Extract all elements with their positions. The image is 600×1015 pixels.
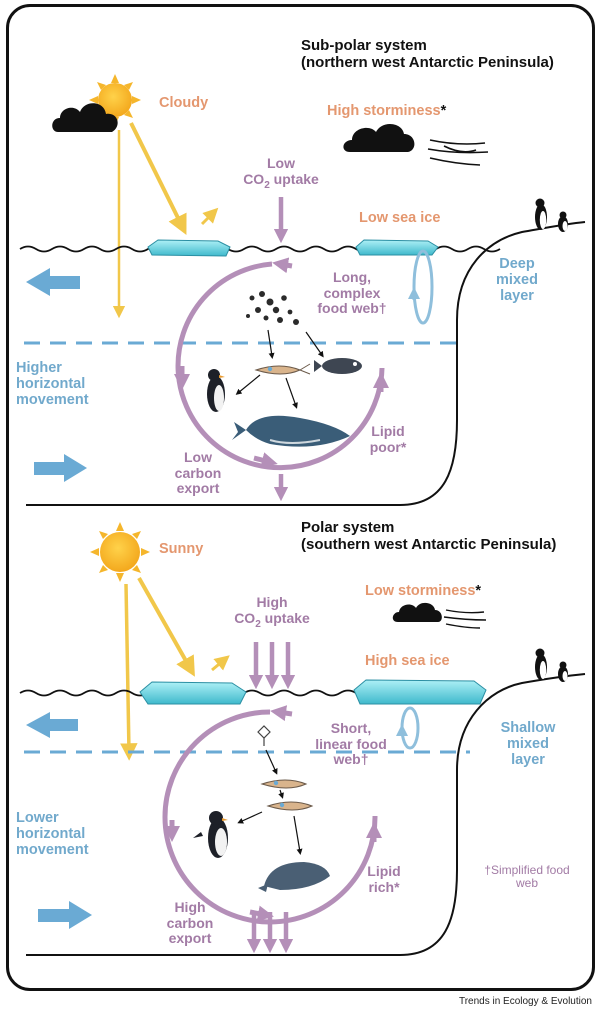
horizontal-arrow-left xyxy=(26,268,80,296)
cloud-icon xyxy=(52,103,118,132)
bottom-food-web-label: Short, linear food web† xyxy=(315,720,387,768)
bottom-carbon-label: High carbon export xyxy=(166,899,214,947)
bottom-horizontal-label: Lower horizontal movement xyxy=(16,810,89,859)
top-co2-label: Low CO2 uptake xyxy=(243,155,319,191)
top-lipid-label: Lipid poor* xyxy=(369,423,407,455)
carbon-export-arrows xyxy=(246,912,294,954)
wind-icon xyxy=(443,609,487,629)
krill-icon xyxy=(266,801,314,811)
bottom-panel xyxy=(19,522,586,956)
penguin-icon xyxy=(207,369,225,412)
top-weather-label: Cloudy xyxy=(159,95,209,111)
storm-cloud-icon xyxy=(392,602,442,622)
horizontal-arrow-right xyxy=(38,901,92,929)
bottom-sea-ice-label: High sea ice xyxy=(365,653,450,669)
seabed-profile xyxy=(26,673,586,956)
whale-icon xyxy=(258,862,330,892)
sunlight-arrow xyxy=(129,122,187,235)
wind-icon xyxy=(427,139,489,166)
phytoplankton-icon xyxy=(257,725,271,746)
sea-ice-icon xyxy=(353,679,487,705)
food-web-cycle xyxy=(162,709,378,925)
whale-icon xyxy=(232,415,350,447)
sunlight-arrow xyxy=(137,577,195,677)
reflection-arrow xyxy=(211,655,230,672)
horizontal-arrow-left xyxy=(26,712,78,738)
bottom-co2-label: High CO2 uptake xyxy=(234,594,310,630)
trophic-arrows xyxy=(235,329,324,409)
sun-icon xyxy=(89,74,141,126)
bottom-mixed-layer-label: Shallow mixed layer xyxy=(500,720,556,769)
journal-credit: Trends in Ecology & Evolution xyxy=(458,996,592,1007)
trophic-arrows xyxy=(237,749,303,855)
krill-icon xyxy=(254,363,311,375)
bottom-title: Polar system (southern west Antarctic Pe… xyxy=(301,519,557,553)
penguin-icon xyxy=(535,198,568,232)
horizontal-arrow-right xyxy=(34,454,87,482)
bottom-storminess-label: Low storminess* xyxy=(365,583,482,599)
vertical-mixing-loop xyxy=(400,706,420,750)
top-horizontal-label: Higher horizontal movement xyxy=(16,360,89,409)
bottom-lipid-label: Lipid rich* xyxy=(367,863,401,895)
food-web-cycle xyxy=(175,261,385,471)
top-sea-ice-label: Low sea ice xyxy=(359,210,441,226)
storm-cloud-icon xyxy=(343,123,415,152)
sunlight-arrow xyxy=(120,583,138,761)
vertical-mixing-loop xyxy=(412,249,434,325)
top-mixed-layer-label: Deep mixed layer xyxy=(496,256,538,305)
sea-ice-icon xyxy=(147,239,231,257)
co2-uptake-arrows xyxy=(248,642,296,690)
top-title: Sub-polar system (northern west Antarcti… xyxy=(301,37,554,71)
top-carbon-label: Low carbon export xyxy=(174,449,222,497)
bottom-weather-label: Sunny xyxy=(159,541,204,557)
bottom-footnote: †Simplified food web xyxy=(484,863,570,891)
top-food-web-label: Long, complex food web† xyxy=(317,269,387,317)
sea-ice-icon xyxy=(355,239,439,256)
krill-icon xyxy=(260,779,308,789)
fish-icon xyxy=(314,358,362,374)
penguin-icon xyxy=(193,811,228,858)
penguin-icon xyxy=(535,648,568,682)
sun-icon xyxy=(90,522,150,582)
top-panel xyxy=(19,74,586,506)
sea-ice-icon xyxy=(139,681,247,705)
figure-frame xyxy=(6,4,595,991)
top-storminess-label: High storminess* xyxy=(327,103,447,119)
reflection-arrow xyxy=(200,207,219,226)
phytoplankton-icon xyxy=(246,291,299,325)
